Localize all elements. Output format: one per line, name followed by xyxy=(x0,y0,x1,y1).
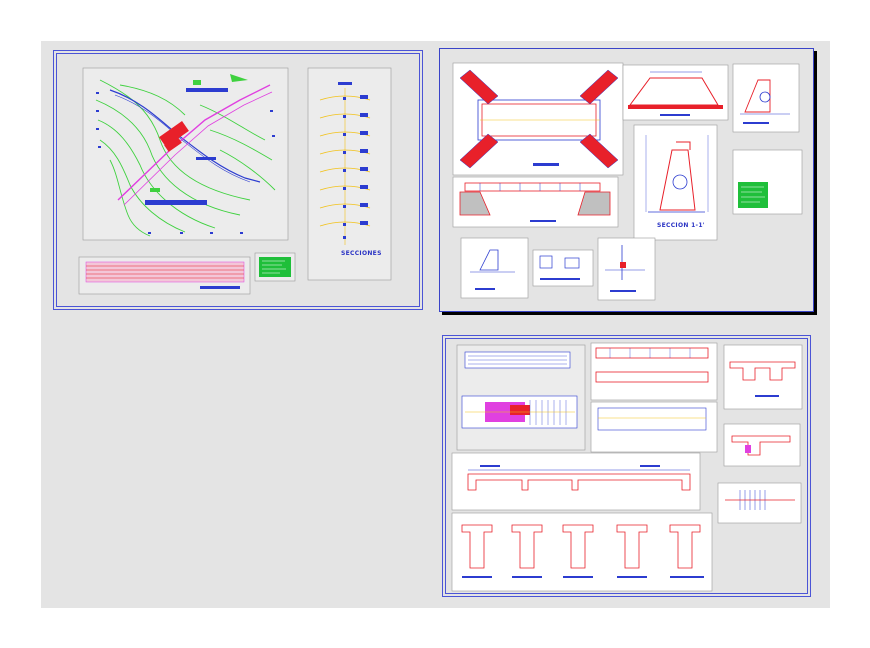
detail-c xyxy=(597,237,656,301)
deck-cross-section xyxy=(723,344,803,410)
secciones-label: SECCIONES xyxy=(341,250,382,257)
plan-title-bar xyxy=(145,200,207,205)
deck-sheet xyxy=(442,335,811,597)
cross-sections-panel xyxy=(307,67,392,281)
bearing-detail xyxy=(717,482,802,524)
abutment-sheet xyxy=(439,48,814,312)
railing-detail xyxy=(723,423,801,467)
abutment-section-detail xyxy=(732,63,800,133)
topographic-plan xyxy=(82,67,289,241)
road-alignment xyxy=(117,84,271,201)
section-1-1 xyxy=(633,124,718,241)
north-arrow-icon xyxy=(230,74,248,82)
seccion-1-1-label: SECCION 1-1' xyxy=(657,222,705,229)
beam-plan xyxy=(590,401,718,453)
cross-section-list xyxy=(319,82,371,245)
plan-sheet xyxy=(53,50,423,310)
longitudinal-beam-section xyxy=(451,452,701,511)
bridge-location xyxy=(159,121,189,147)
beam-elevation xyxy=(590,342,718,401)
contour-lines xyxy=(95,79,276,237)
